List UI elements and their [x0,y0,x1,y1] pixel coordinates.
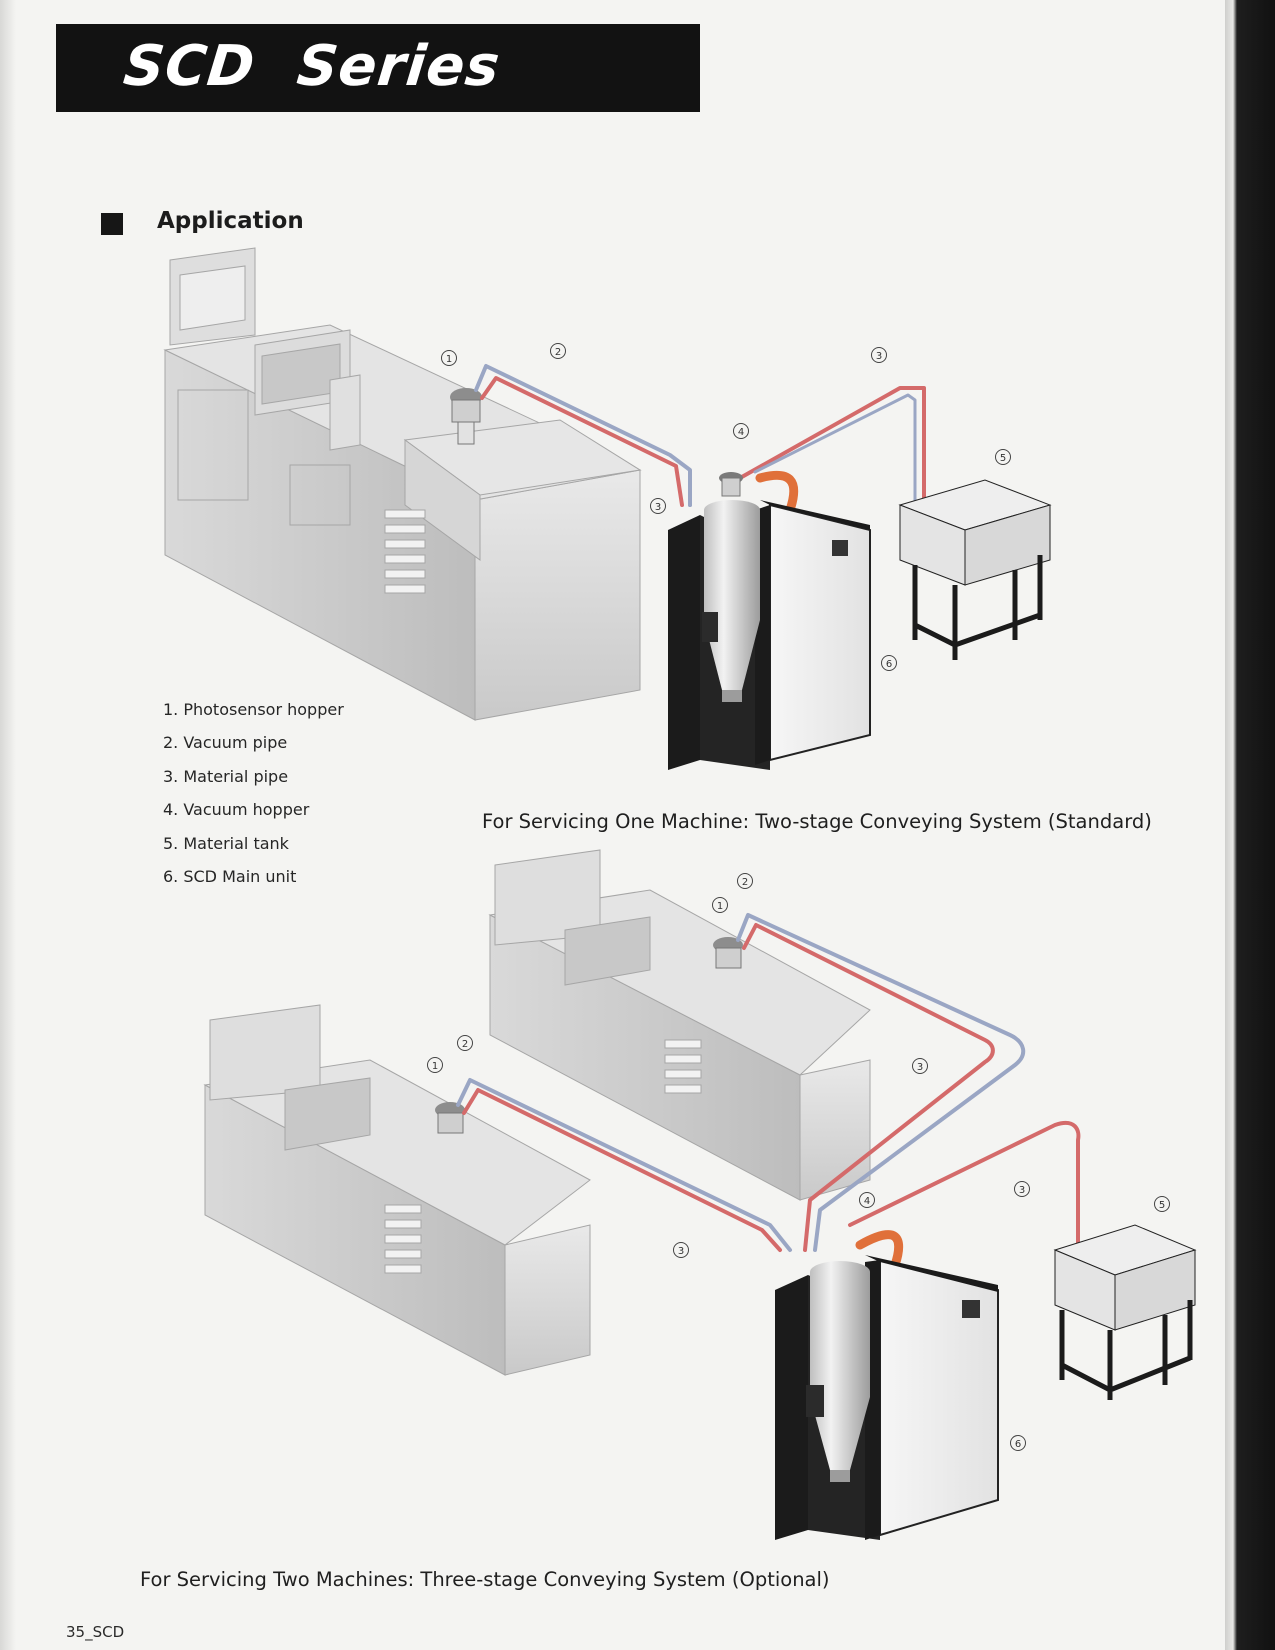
svg-text:5: 5 [1000,453,1006,464]
svg-text:1: 1 [446,354,452,365]
caption-one-machine: For Servicing One Machine: Two-stage Con… [482,810,1152,833]
svg-text:1: 1 [717,901,723,912]
svg-text:5: 5 [1159,1200,1165,1211]
legend-item-scd-main-unit: 6. SCD Main unit [163,866,297,886]
callout-3: 3 [673,1242,689,1258]
callout-2: 2 [457,1035,473,1051]
diagram-two-machines [203,849,1197,1540]
photosensor-hopper-illustration [450,388,482,445]
molding-machine-front [203,1004,591,1376]
material-tank-illustration [898,479,1052,660]
page-binding-edge [0,0,16,1650]
callout-1: 1 [441,350,457,366]
callout-4: 4 [859,1192,875,1208]
callout-2: 2 [550,343,566,359]
svg-text:3: 3 [917,1062,923,1073]
title-bar [56,24,700,112]
component-legend: 1. Photosensor hopper 2. Vacuum pipe 3. … [163,700,344,900]
svg-text:4: 4 [738,427,744,438]
callout-markers: 1 2 3 3 4 5 6 2 [427,343,1170,1451]
callout-5: 5 [995,449,1011,465]
diagram-one-machine [163,247,1052,770]
svg-text:2: 2 [462,1039,468,1050]
callout-2: 2 [737,873,753,889]
svg-text:6: 6 [886,659,892,670]
scd-main-unit-illustration [668,472,871,770]
callout-3: 3 [1014,1181,1030,1197]
molding-machine-rear [488,849,871,1201]
callout-1: 1 [427,1057,443,1073]
callout-6: 6 [1010,1435,1026,1451]
page-number: 35_SCD [66,1623,125,1641]
callout-3: 3 [871,347,887,363]
pipes-two-machines [456,913,1081,1270]
svg-text:3: 3 [876,351,882,362]
callout-3: 3 [650,498,666,514]
svg-text:3: 3 [1019,1185,1025,1196]
svg-text:2: 2 [742,877,748,888]
callout-5: 5 [1154,1196,1170,1212]
legend-item-vacuum-hopper: 4. Vacuum hopper [163,800,310,820]
svg-text:6: 6 [1015,1439,1021,1450]
page-right-edge [1225,0,1275,1650]
pipes-one-machine [474,364,926,532]
callout-4: 4 [733,423,749,439]
legend-item-material-tank: 5. Material tank [163,833,289,853]
svg-text:1: 1 [432,1061,438,1072]
svg-text:3: 3 [678,1246,684,1257]
section-bullet-icon [101,213,123,235]
scd-main-unit-two-illustration [775,1255,999,1540]
svg-text:4: 4 [864,1196,870,1207]
photosensor-hoppers-two [435,937,743,1134]
section-heading: Application [157,208,304,234]
callout-3: 3 [912,1058,928,1074]
legend-item-vacuum-pipe: 2. Vacuum pipe [163,733,288,753]
callout-1: 1 [712,897,728,913]
material-tank-two-illustration [1053,1224,1197,1400]
callout-6: 6 [881,655,897,671]
legend-item-photosensor-hopper: 1. Photosensor hopper [163,700,344,719]
molding-machine [163,247,642,721]
caption-two-machines: For Servicing Two Machines: Three-stage … [140,1568,830,1591]
svg-text:2: 2 [555,347,561,358]
legend-item-material-pipe: 3. Material pipe [163,766,289,786]
svg-text:3: 3 [655,502,661,513]
